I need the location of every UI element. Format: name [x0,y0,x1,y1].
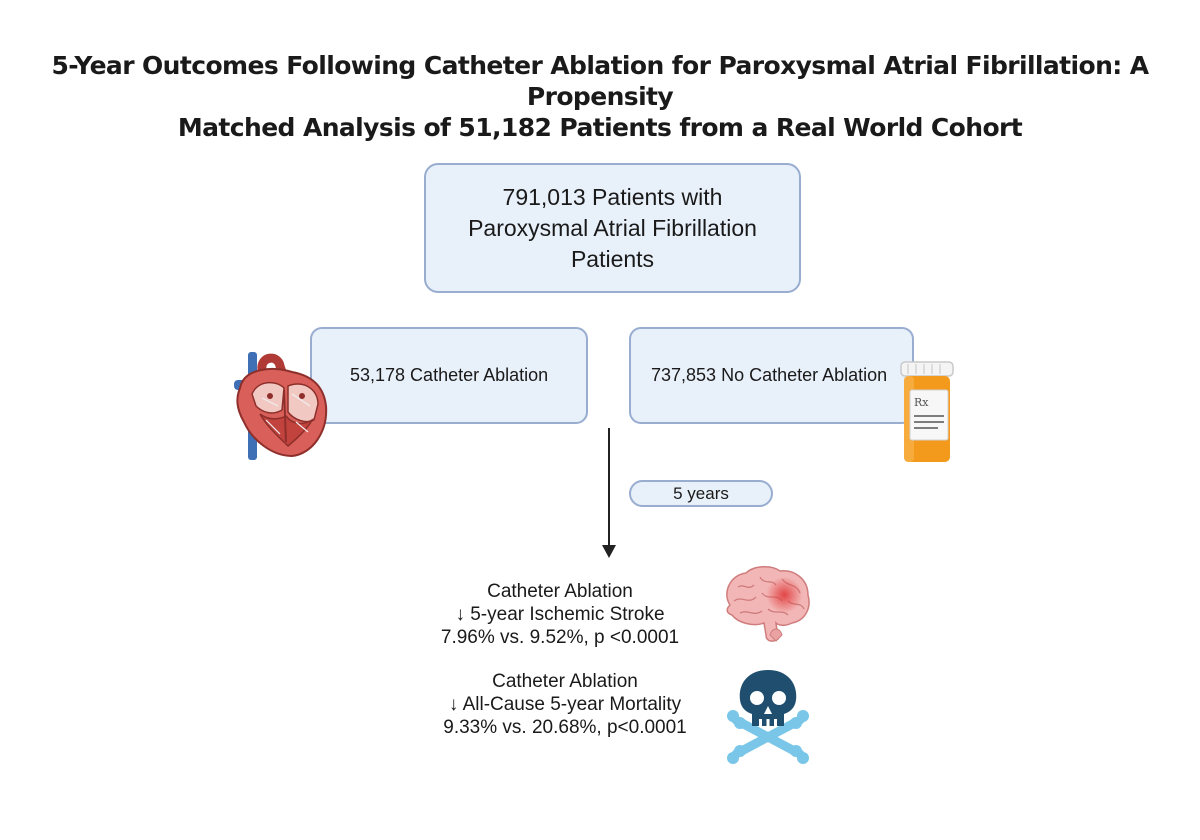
skull-crossbones-icon [727,670,809,764]
followup-duration-badge: 5 years [629,480,773,507]
outcome-stroke-effect: ↓ 5-year Ischemic Stroke [455,604,665,625]
down-arrow [602,428,616,558]
title-line-1: 5-Year Outcomes Following Catheter Ablat… [51,51,1149,111]
pill-bottle-icon: Rx [900,361,954,462]
outcome-mortality: Catheter Ablation ↓ All-Cause 5-year Mor… [400,670,730,739]
outcome-mortality-effect: ↓ All-Cause 5-year Mortality [448,694,682,715]
root-population-text: 791,013 Patients with Paroxysmal Atrial … [468,182,757,275]
outcome-mortality-group: Catheter Ablation [492,671,638,692]
catheter-ablation-box: 53,178 Catheter Ablation [310,327,588,424]
root-line-3: Patients [570,245,655,272]
root-line-1: 791,013 Patients with [502,183,723,210]
root-population-box: 791,013 Patients with Paroxysmal Atrial … [424,163,801,293]
figure-title: 5-Year Outcomes Following Catheter Ablat… [20,50,1180,143]
followup-label: 5 years [673,483,729,503]
catheter-ablation-label: 53,178 Catheter Ablation [350,365,549,385]
outcome-stroke-group: Catheter Ablation [487,581,633,602]
outcome-stroke: Catheter Ablation ↓ 5-year Ischemic Stro… [400,580,720,649]
root-line-2: Paroxysmal Atrial Fibrillation [468,214,757,241]
title-line-2: Matched Analysis of 51,182 Patients from… [177,113,1023,142]
outcome-stroke-stats: 7.96% vs. 9.52%, p <0.0001 [440,627,680,648]
heart-anatomy-icon [234,352,328,460]
no-catheter-ablation-label: 737,853 No Catheter Ablation [651,365,888,385]
outcome-mortality-stats: 9.33% vs. 20.68%, p<0.0001 [443,717,687,738]
brain-icon [726,566,810,642]
no-catheter-ablation-box: 737,853 No Catheter Ablation [629,327,914,424]
rx-mark: Rx [914,396,929,409]
